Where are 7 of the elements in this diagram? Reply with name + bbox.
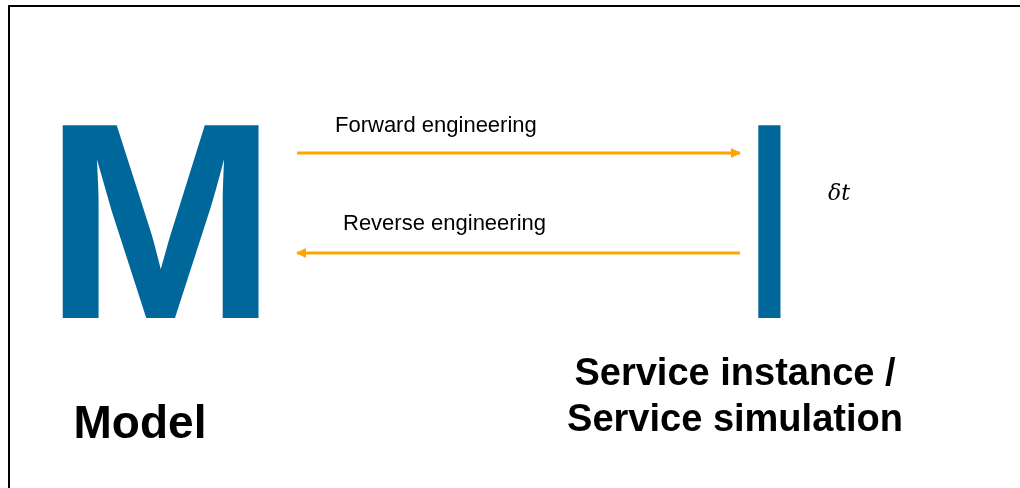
symbol-label: δt — [828, 180, 851, 205]
caption-text: Service instance / Service simulation — [566, 350, 904, 441]
letter-heading: I — [748, 116, 791, 322]
arrow — [296, 248, 740, 258]
arrow — [297, 148, 741, 158]
caption-text: Model — [72, 395, 208, 450]
letter-heading: M — [44, 116, 289, 322]
